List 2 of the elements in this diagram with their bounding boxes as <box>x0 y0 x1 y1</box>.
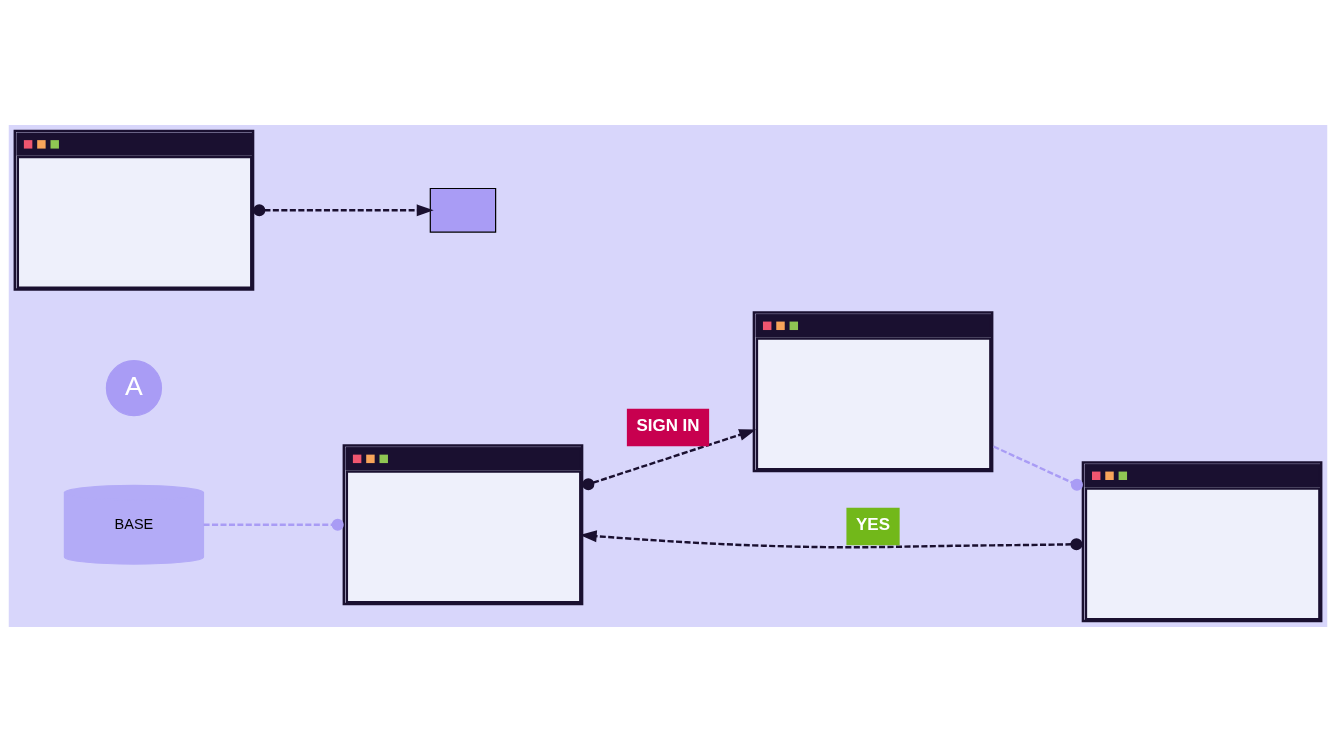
edge-label: SIGN IN <box>636 415 700 435</box>
edge-label: YES <box>856 514 890 534</box>
